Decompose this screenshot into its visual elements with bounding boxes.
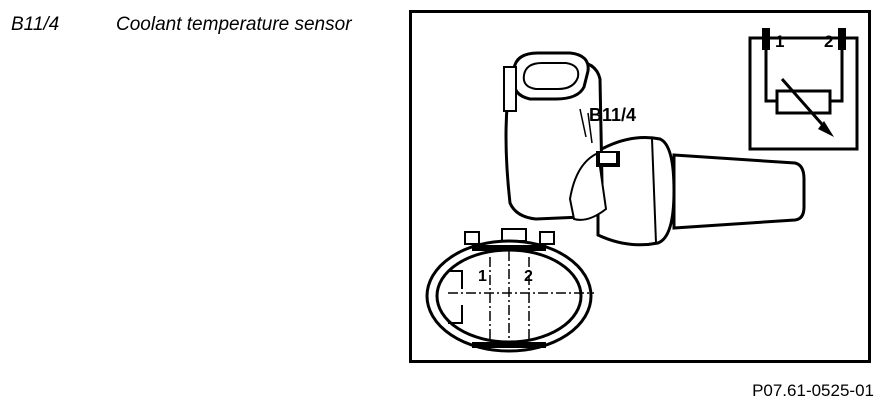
component-name: Coolant temperature sensor: [116, 14, 352, 35]
sensor-callout-label: B11/4: [589, 105, 636, 125]
resistor-schematic: 1 2: [748, 28, 859, 151]
connector-pin-1-label: 1: [478, 268, 487, 285]
figure-reference: P07.61-0525-01: [752, 381, 874, 400]
sensor-illustration-frame: 1 2 B11/4: [409, 10, 871, 363]
sensor-illustration: 1 2 B11/4: [425, 28, 859, 353]
connector-face-view: 1 2: [425, 228, 594, 353]
connector-pin-2-label: 2: [524, 268, 533, 285]
schematic-pin-2-label: 2: [824, 32, 833, 51]
component-code: B11/4: [11, 14, 60, 35]
sensor-body: [503, 51, 806, 247]
schematic-pin-1-label: 1: [775, 32, 784, 51]
